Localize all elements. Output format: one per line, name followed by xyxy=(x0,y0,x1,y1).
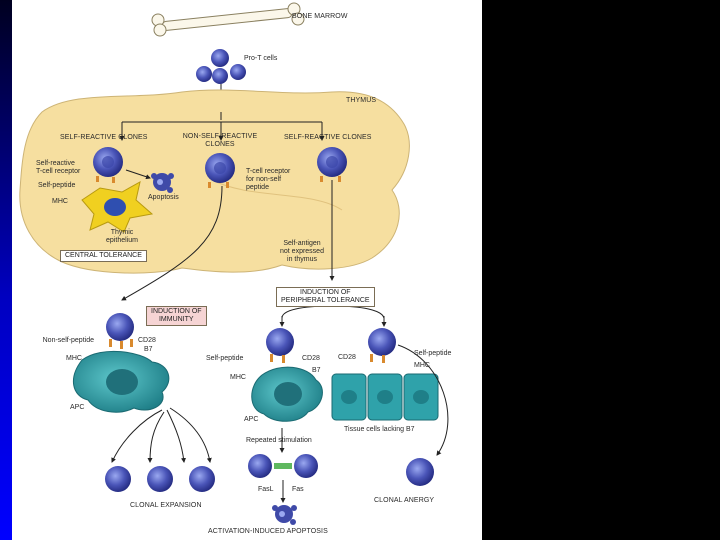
t-cell-fasl xyxy=(248,454,272,478)
label-non-self-peptide: Non-self-peptide xyxy=(42,337,94,344)
label-self-reactive-clones-right: SELF-REACTIVE CLONES xyxy=(284,134,372,141)
label-mhc-left: MHC xyxy=(52,198,68,205)
label-mhc-immunity: MHC xyxy=(66,355,82,362)
tissue-cells-lacking-b7 xyxy=(331,373,439,421)
label-self-antigen-not-expressed: Self-antigen not expressed in thymus xyxy=(280,240,324,263)
anergic-t-cell xyxy=(406,458,434,486)
label-b7-left: B7 xyxy=(144,346,153,353)
label-cd28-left: CD28 xyxy=(138,337,156,344)
label-cd28-right: CD28 xyxy=(338,354,356,361)
t-cell-fas xyxy=(294,454,318,478)
box-central-tolerance: CENTRAL TOLERANCE xyxy=(60,250,147,262)
label-self-peptide-left: Self-peptide xyxy=(38,182,76,189)
label-fasl: FasL xyxy=(258,486,274,493)
label-repeated-stimulation: Repeated stimulation xyxy=(246,437,312,444)
label-fas: Fas xyxy=(292,486,304,493)
label-thymic-epithelium: Thymic epithelium xyxy=(106,229,138,244)
label-clonal-anergy: CLONAL ANERGY xyxy=(374,497,435,504)
arrow-to-clonal-anergy xyxy=(397,344,449,456)
label-self-reactive-tcr: Self-reactive T-cell receptor xyxy=(36,160,81,175)
clonal-expansion-arrows xyxy=(111,407,212,463)
diagram-artwork xyxy=(19,2,449,525)
label-tcr-non-self: T-cell receptor for non-self peptide xyxy=(246,168,291,191)
thymus-branch-line xyxy=(122,112,322,123)
label-b7-mid: B7 xyxy=(312,367,321,374)
label-self-peptide-right: Self-peptide xyxy=(414,350,452,357)
arrow-to-apoptosis xyxy=(125,169,151,180)
label-activation-induced-apoptosis: ACTIVATION-INDUCED APOPTOSIS xyxy=(208,528,328,535)
label-apoptosis-top: Apoptosis xyxy=(148,194,179,201)
label-apc-mid: APC xyxy=(244,416,259,423)
box-induction-peripheral-tolerance: INDUCTION OF PERIPHERAL TOLERANCE xyxy=(276,287,375,307)
label-self-reactive-clones-left: SELF-REACTIVE CLONES xyxy=(60,134,148,141)
arrow-to-induction-immunity xyxy=(121,185,223,301)
apoptotic-cell-bottom xyxy=(272,505,297,525)
tolerance-diagram: BONE MARROW Pro-T cells THYMUS SELF-REAC… xyxy=(12,0,482,540)
pro-t-cells-cluster xyxy=(196,49,246,84)
slide-right-black-area xyxy=(482,0,720,540)
t-cell-peripheral-right xyxy=(368,328,396,356)
label-pro-t-cells: Pro-T cells xyxy=(244,55,278,62)
label-cd28-mid: CD28 xyxy=(302,355,320,362)
label-self-peptide-mid: Self-peptide xyxy=(206,355,244,362)
fas-fasl-bond xyxy=(274,463,292,469)
expanded-t-cells xyxy=(105,466,215,492)
t-cell-peripheral-mid xyxy=(266,328,294,356)
label-non-self-reactive-clones: NON-SELF-REACTIVE CLONES xyxy=(182,133,258,148)
t-cell-immunity xyxy=(106,313,134,341)
label-mhc-right: MHC xyxy=(414,362,430,369)
bone-icon xyxy=(151,2,305,37)
label-thymus: THYMUS xyxy=(346,97,377,104)
label-apc-left: APC xyxy=(70,404,85,411)
label-bone-marrow: BONE MARROW xyxy=(292,13,348,20)
peripheral-branch xyxy=(281,305,385,319)
slide-left-gradient-bar xyxy=(0,0,12,540)
apoptotic-cell-top xyxy=(151,173,174,193)
label-clonal-expansion: CLONAL EXPANSION xyxy=(130,502,202,509)
receptor-marks xyxy=(96,176,341,188)
label-mhc-mid: MHC xyxy=(230,374,246,381)
box-induction-immunity: INDUCTION OF IMMUNITY xyxy=(146,306,207,326)
label-tissue-cells: Tissue cells lacking B7 xyxy=(344,426,415,433)
